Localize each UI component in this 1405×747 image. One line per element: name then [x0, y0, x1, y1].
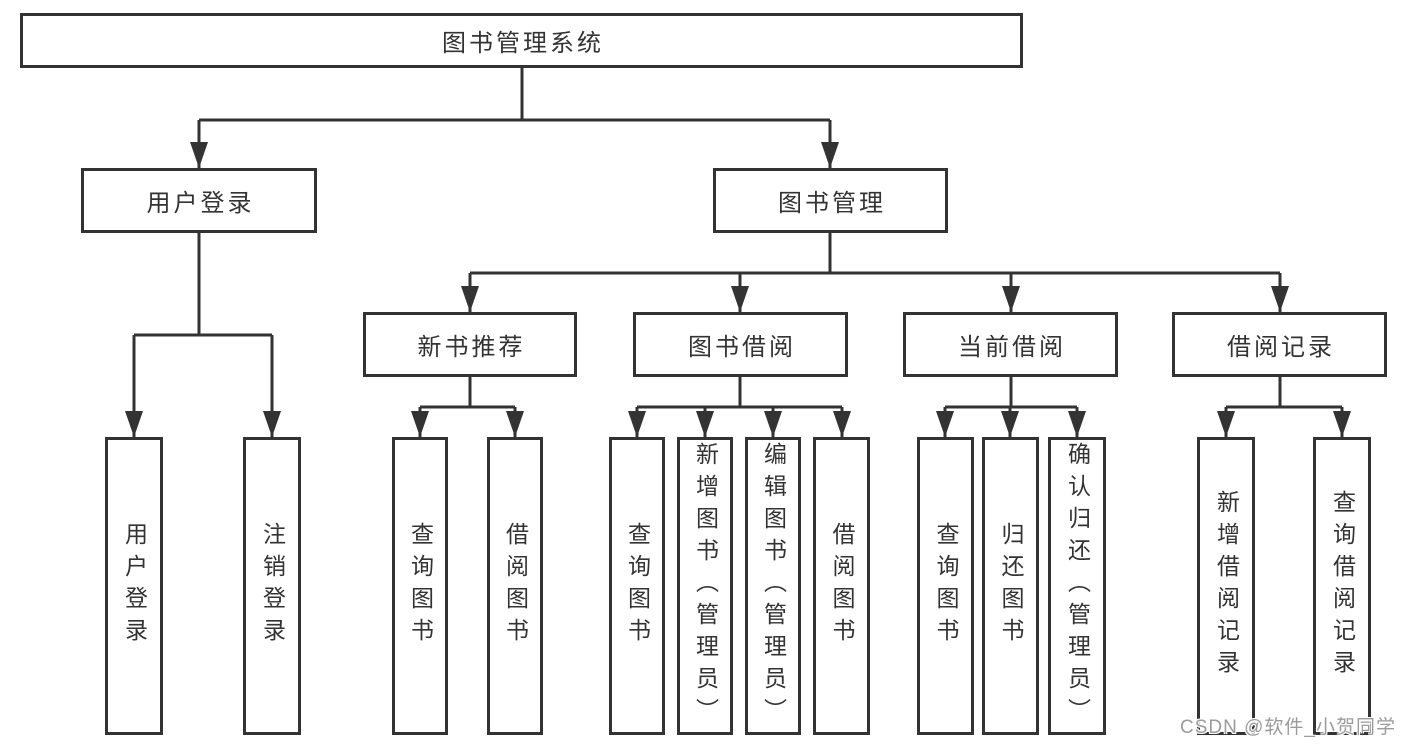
leaf-add-book-admin-label: 新增图书（管理员）: [692, 442, 719, 730]
leaf-borrow-books-recommend: 借阅图书: [487, 437, 543, 735]
leaf-edit-book-admin: 编辑图书（管理员）: [745, 437, 801, 735]
node-new-book-recommend: 新书推荐: [363, 312, 577, 377]
node-book-borrow: 图书借阅: [633, 312, 848, 377]
leaf-query-books-current-label: 查询图书: [933, 522, 959, 650]
node-current-borrow: 当前借阅: [903, 312, 1118, 377]
node-root-label: 图书管理系统: [442, 30, 604, 57]
node-current-borrow-label: 当前借阅: [958, 334, 1066, 361]
leaf-edit-book-admin-label: 编辑图书（管理员）: [760, 442, 787, 730]
node-user-login-label: 用户登录: [146, 190, 255, 217]
leaf-confirm-return-admin-label: 确认归还（管理员）: [1064, 442, 1091, 730]
leaf-return-book: 归还图书: [982, 437, 1039, 735]
node-root: 图书管理系统: [20, 13, 1023, 68]
node-book-management: 图书管理: [713, 168, 948, 233]
node-borrow-records-label: 借阅记录: [1227, 334, 1335, 361]
leaf-query-books-recommend: 查询图书: [392, 437, 448, 735]
leaf-return-book-label: 归还图书: [998, 522, 1024, 650]
node-book-management-label: 图书管理: [778, 190, 886, 217]
leaf-borrow-books-2: 借阅图书: [813, 437, 870, 735]
node-new-book-recommend-label: 新书推荐: [417, 334, 526, 361]
leaf-user-login-label: 用户登录: [121, 522, 148, 650]
leaf-user-login: 用户登录: [105, 437, 163, 735]
watermark: CSDN @软件_小贺同学: [1180, 717, 1396, 738]
node-user-login: 用户登录: [81, 168, 317, 233]
node-book-borrow-label: 图书借阅: [688, 334, 796, 361]
node-borrow-records: 借阅记录: [1172, 312, 1387, 377]
leaf-borrow-books-recommend-label: 借阅图书: [502, 522, 529, 650]
leaf-query-books-borrow-label: 查询图书: [624, 522, 651, 650]
leaf-add-borrow-record: 新增借阅记录: [1197, 437, 1255, 735]
leaf-confirm-return-admin: 确认归还（管理员）: [1048, 437, 1106, 735]
leaf-query-books-borrow: 查询图书: [609, 437, 665, 735]
leaf-query-borrow-record: 查询借阅记录: [1313, 437, 1371, 735]
leaf-query-borrow-record-label: 查询借阅记录: [1329, 490, 1356, 682]
leaf-query-books-current: 查询图书: [917, 437, 974, 735]
leaf-borrow-books-2-label: 借阅图书: [829, 522, 855, 650]
leaf-add-book-admin: 新增图书（管理员）: [677, 437, 733, 735]
leaf-add-borrow-record-label: 新增借阅记录: [1213, 490, 1240, 682]
leaf-logout-label: 注销登录: [259, 522, 286, 650]
leaf-query-books-recommend-label: 查询图书: [407, 522, 434, 650]
leaf-logout: 注销登录: [243, 437, 301, 735]
